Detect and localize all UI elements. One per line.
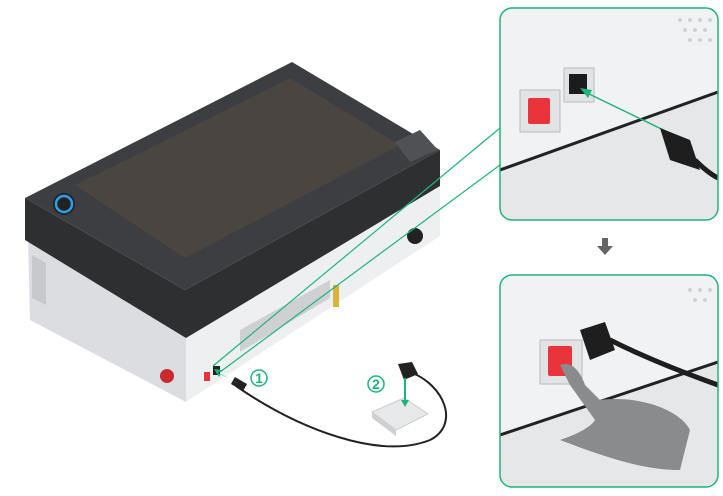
- indicator-strip: [333, 285, 339, 307]
- leader-line: [212, 127, 501, 367]
- machine-front-face: [28, 238, 186, 402]
- step-2-label: 2: [372, 376, 380, 392]
- arrow-head: [401, 400, 409, 407]
- outlet-plug: [398, 362, 418, 380]
- detail-panel-socket: [499, 7, 719, 221]
- vent-holes: [678, 18, 712, 42]
- hand-pressing: [560, 363, 690, 470]
- step-1-label: 1: [255, 370, 263, 386]
- step-2-badge: [367, 375, 385, 393]
- vent-grille-left: [32, 255, 46, 305]
- lid-side: [25, 150, 440, 338]
- lid-window: [75, 78, 400, 258]
- lid-handle: [395, 130, 438, 162]
- leader-line: [219, 164, 501, 373]
- plugged-cable: [580, 322, 615, 360]
- arrow-plug-in: [214, 369, 239, 384]
- emergency-stop: [160, 369, 174, 383]
- side-port: [407, 228, 423, 244]
- wall-outlet: [371, 397, 429, 431]
- detail-panel-switch-on: [499, 274, 719, 488]
- vent-grille-right: [240, 280, 330, 352]
- iec-plug: [660, 128, 700, 170]
- rear-power-switch: [204, 372, 210, 381]
- down-arrow-icon: [597, 238, 613, 255]
- step-1-badge: [250, 369, 268, 387]
- rocker-switch-off: [528, 98, 550, 124]
- outlet-side: [372, 412, 396, 436]
- panel-floor: [500, 90, 718, 220]
- laser-machine: [25, 62, 440, 402]
- power-button-ring: [54, 194, 74, 214]
- power-cable: [235, 371, 448, 448]
